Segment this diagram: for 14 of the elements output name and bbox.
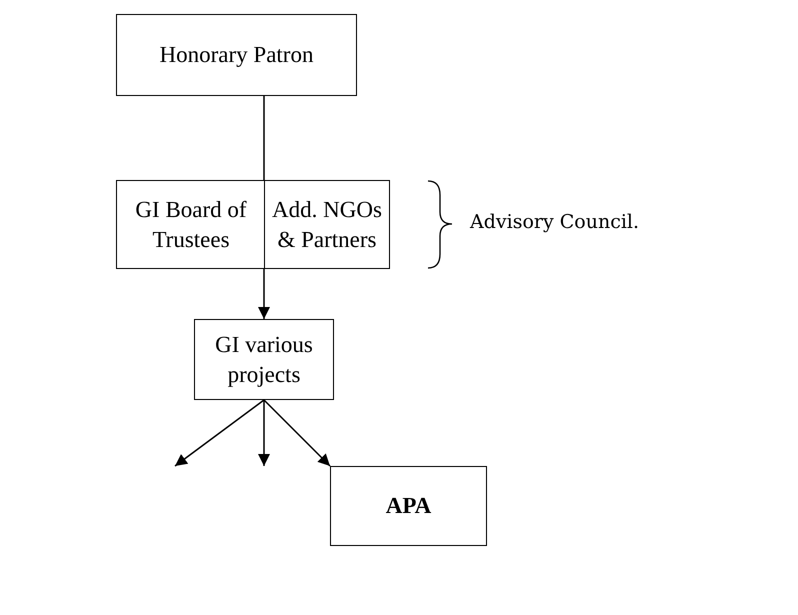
- arrow: [258, 400, 270, 466]
- org-box: [116, 180, 265, 269]
- box-label: GI Board of Trustees: [134, 196, 248, 254]
- box-label: Honorary Patron: [160, 41, 314, 70]
- box-label: GI various projects: [214, 330, 314, 389]
- org-box: [194, 319, 334, 400]
- org-box: [116, 14, 357, 96]
- org-box: [330, 466, 487, 546]
- org-box: [264, 180, 390, 269]
- arrow: [174, 399, 264, 467]
- box-label: Add. NGOs & Partners: [271, 196, 383, 254]
- box-label: APA: [386, 492, 432, 520]
- arrow: [263, 399, 331, 467]
- group-label: Advisory Council.: [470, 211, 640, 233]
